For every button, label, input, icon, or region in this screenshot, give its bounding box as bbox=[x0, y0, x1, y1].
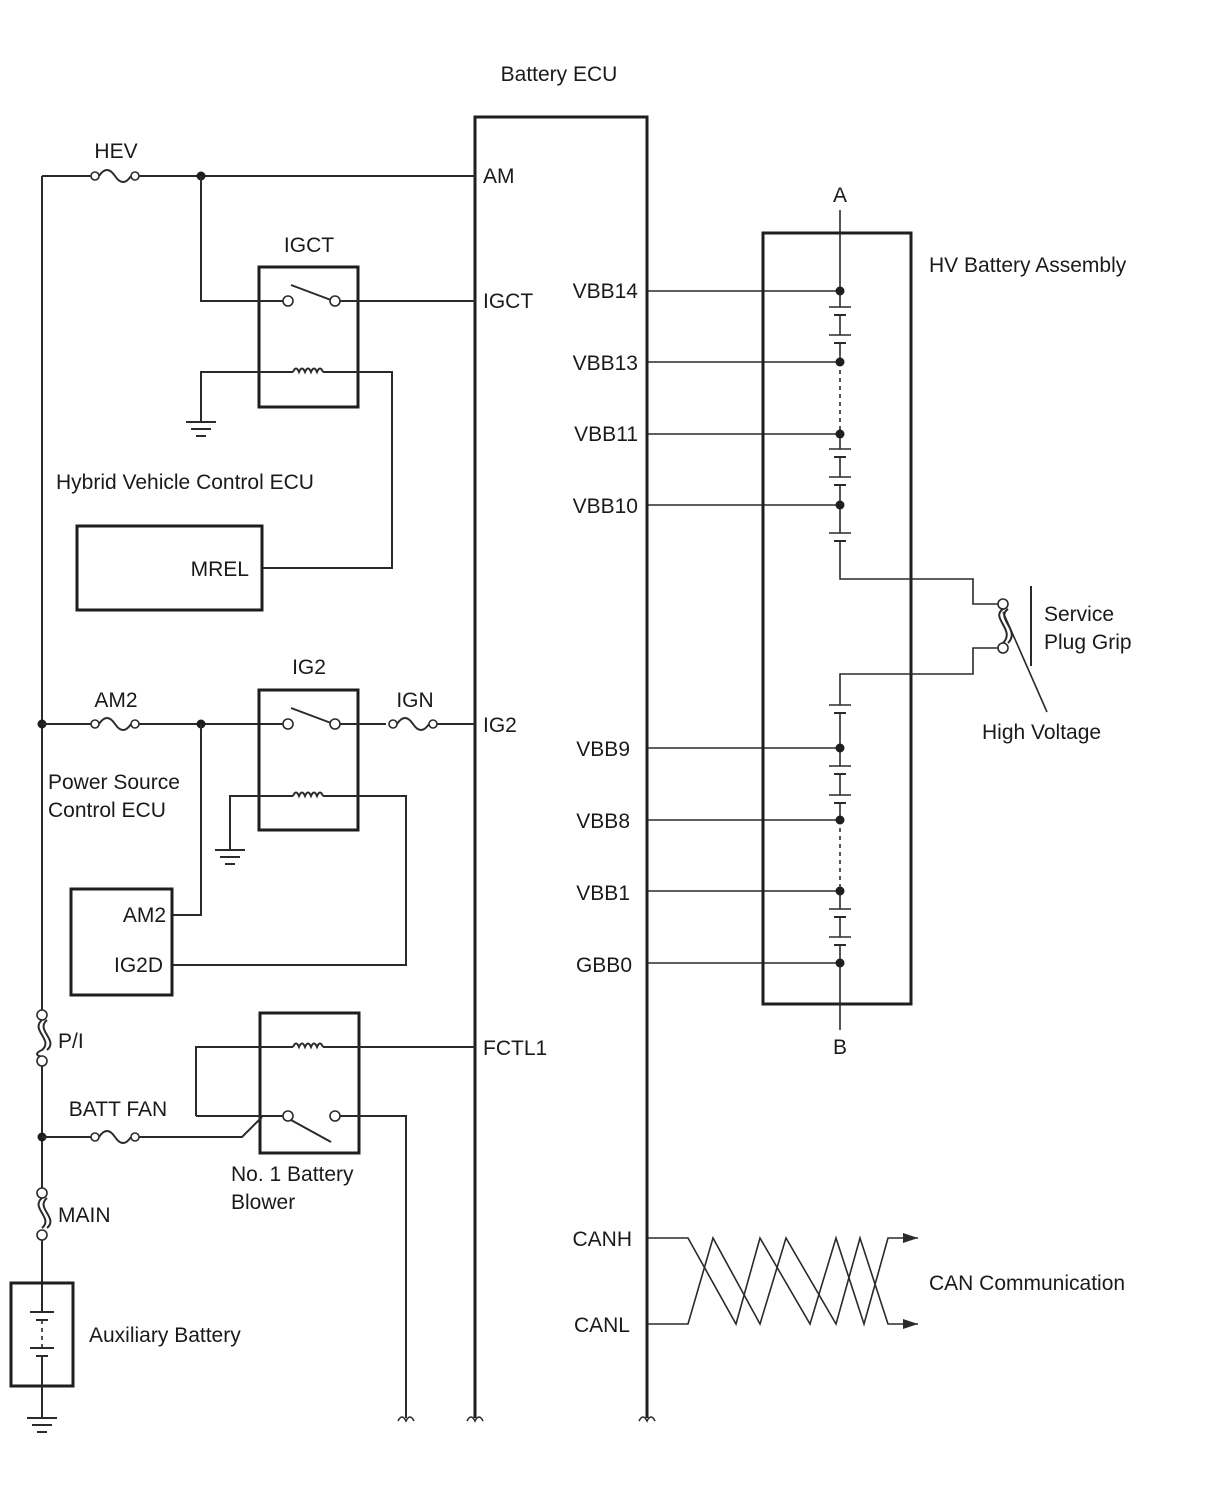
service-plug-label-1: Service bbox=[1044, 603, 1114, 626]
mrel-pin-label: MREL bbox=[191, 558, 249, 581]
vbb10-label: VBB10 bbox=[573, 495, 638, 518]
am2-pin-label: AM2 bbox=[123, 904, 166, 927]
canh-label: CANH bbox=[572, 1228, 632, 1251]
vbb1-label: VBB1 bbox=[576, 882, 630, 905]
power-ecu-label-2: Control ECU bbox=[48, 799, 166, 822]
auxiliary-battery: Auxiliary Battery bbox=[9, 1281, 241, 1433]
am2-fuse-label: AM2 bbox=[94, 689, 137, 712]
blower-label-2: Blower bbox=[231, 1191, 295, 1214]
high-voltage-label: High Voltage bbox=[982, 721, 1101, 744]
aux-battery-label: Auxiliary Battery bbox=[89, 1324, 241, 1347]
vbb13-label: VBB13 bbox=[573, 352, 638, 375]
ig2d-pin-label: IG2D bbox=[114, 954, 163, 977]
point-b-label: B bbox=[833, 1036, 847, 1059]
canl-label: CANL bbox=[574, 1314, 630, 1337]
battery-blower-relay: FCTL1 No. 1 Battery Blower bbox=[195, 1011, 547, 1418]
left-power-bus bbox=[37, 176, 47, 1285]
ign-fuse-label: IGN bbox=[396, 689, 433, 712]
batt-fan-label: BATT FAN bbox=[69, 1098, 167, 1121]
hv-battery-assembly: HV Battery Assembly A B bbox=[761, 184, 1127, 1059]
igct-relay-label: IGCT bbox=[284, 234, 334, 257]
ig2-relay-label: IG2 bbox=[292, 656, 326, 679]
batt-fan-line: BATT FAN bbox=[42, 1098, 263, 1144]
ig2-pin-label: IG2 bbox=[483, 714, 517, 737]
can-communication-label: CAN Communication bbox=[929, 1272, 1125, 1295]
blower-label-1: No. 1 Battery bbox=[231, 1163, 354, 1186]
vbb11-label: VBB11 bbox=[574, 423, 638, 446]
power-source-control-ecu: Power Source Control ECU AM2 IG2D bbox=[48, 771, 180, 997]
main-label: MAIN bbox=[58, 1204, 111, 1227]
hybrid-vehicle-control-ecu: Hybrid Vehicle Control ECU MREL bbox=[56, 471, 314, 612]
vbb9-label: VBB9 bbox=[576, 738, 630, 761]
vbb8-label: VBB8 bbox=[576, 810, 630, 833]
point-a-label: A bbox=[833, 184, 847, 207]
fctl1-pin-label: FCTL1 bbox=[483, 1037, 547, 1060]
battery-ecu: Battery ECU bbox=[397, 63, 656, 1423]
battery-ecu-label: Battery ECU bbox=[501, 63, 618, 86]
vbb14-label: VBB14 bbox=[573, 280, 639, 303]
main-fusible-link: MAIN bbox=[36, 1187, 111, 1241]
vbb-terminals: VBB14 VBB13 VBB11 VBB10 VBB9 VBB8 VBB1 G… bbox=[573, 280, 840, 977]
pi-label: P/I bbox=[58, 1030, 84, 1053]
hybrid-ecu-label: Hybrid Vehicle Control ECU bbox=[56, 471, 314, 494]
hev-fuse-label: HEV bbox=[94, 140, 137, 163]
am-pin-label: AM bbox=[483, 165, 515, 188]
hev-fuse-line: HEV AM bbox=[42, 140, 515, 188]
service-plug-grip: Service Plug Grip High Voltage bbox=[982, 586, 1132, 744]
am2-ig2-line: AM2 IG2 IGN IG2 bbox=[42, 656, 517, 966]
service-plug-label-2: Plug Grip bbox=[1044, 631, 1132, 654]
hv-battery-label: HV Battery Assembly bbox=[929, 254, 1127, 277]
power-ecu-label-1: Power Source bbox=[48, 771, 180, 794]
gbb0-label: GBB0 bbox=[576, 954, 632, 977]
igct-pin-label: IGCT bbox=[483, 290, 533, 313]
igct-relay: IGCT IGCT bbox=[186, 176, 533, 569]
pi-fusible-link: P/I bbox=[36, 1009, 84, 1067]
can-communication: CANH CANL CAN Communication bbox=[572, 1228, 1125, 1337]
